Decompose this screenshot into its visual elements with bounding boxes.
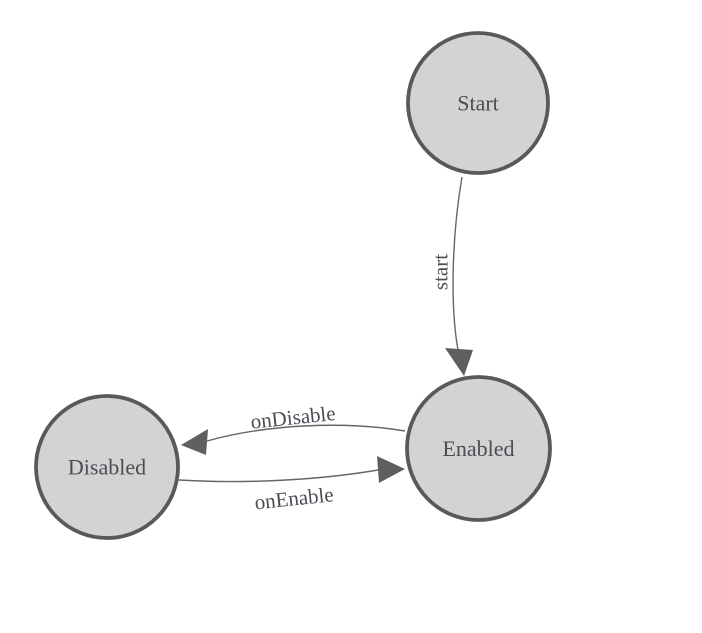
edge-label-onenable: onEnable <box>253 482 334 514</box>
node-disabled-label: Disabled <box>68 455 146 480</box>
node-disabled[interactable]: Disabled <box>34 394 180 540</box>
node-start-circle[interactable] <box>406 31 550 175</box>
edge-enabled-to-disabled-arrowhead-icon <box>181 429 208 455</box>
edge-enabled-to-disabled: onDisable <box>181 401 406 455</box>
edge-disabled-to-enabled-arrowhead-icon <box>377 456 405 483</box>
edge-enabled-to-disabled-line <box>206 424 406 442</box>
edge-disabled-to-enabled-line <box>178 469 379 483</box>
edge-label-start: start <box>428 254 452 290</box>
node-enabled[interactable]: Enabled <box>405 375 552 522</box>
node-start[interactable]: Start <box>406 31 550 175</box>
node-enabled-circle[interactable] <box>405 375 552 522</box>
node-start-label: Start <box>457 91 499 116</box>
edge-start-to-enabled-line <box>452 176 463 351</box>
edge-start-to-enabled: start <box>428 176 473 376</box>
edge-disabled-to-enabled: onEnable <box>178 456 405 514</box>
edge-start-to-enabled-arrowhead-icon <box>445 348 473 376</box>
node-disabled-circle[interactable] <box>34 394 180 540</box>
edge-label-ondisable: onDisable <box>249 401 336 434</box>
node-enabled-label: Enabled <box>442 436 514 461</box>
